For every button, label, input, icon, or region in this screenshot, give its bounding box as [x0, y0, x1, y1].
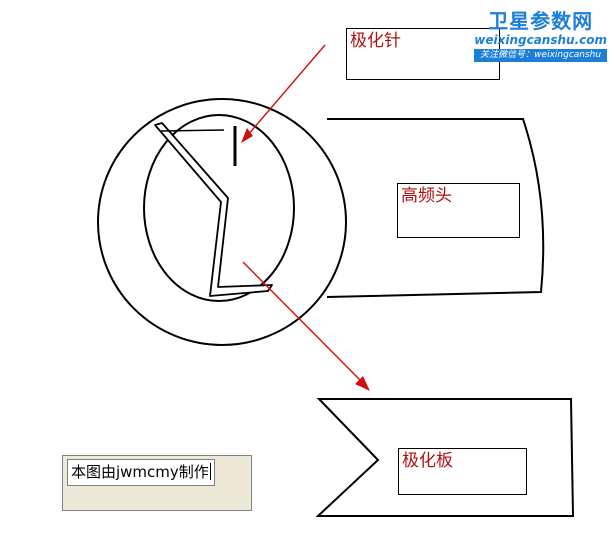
arrow-to-needle-head	[241, 128, 253, 143]
chevron-plate-outline	[315, 398, 575, 517]
watermark-subtitle: 关注微信号：weixingcanshu	[474, 49, 607, 62]
watermark-url: weixingcanshu.com	[474, 33, 607, 47]
credit-text-field[interactable]: 本图由jwmcmy制作	[67, 459, 215, 486]
arrow-to-plate-head	[355, 376, 370, 391]
label-lnb-head: 高频头	[397, 183, 520, 238]
inner-waveguide	[143, 114, 295, 302]
text-caret	[209, 463, 211, 480]
watermark-title: 卫星参数网	[488, 9, 594, 33]
polarizer-plate-shape	[154, 122, 273, 297]
label-polarizer-plate: 极化板	[398, 448, 527, 495]
arrow-to-plate	[242, 261, 363, 383]
credit-panel: 本图由jwmcmy制作	[62, 455, 252, 511]
lnb-body-outline	[326, 118, 545, 298]
plate-edge-detail	[160, 129, 225, 132]
watermark: 卫星参数网 weixingcanshu.com 关注微信号：weixingcan…	[474, 10, 607, 62]
credit-text: 本图由jwmcmy制作	[71, 463, 209, 481]
arrow-to-needle	[246, 44, 326, 137]
